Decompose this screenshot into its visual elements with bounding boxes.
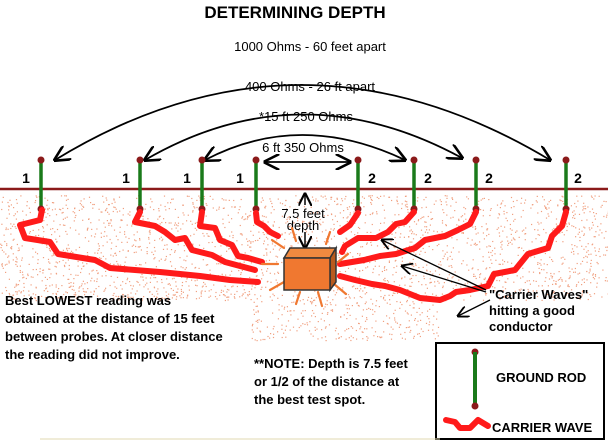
carrier-waves-label-3: conductor xyxy=(489,319,553,334)
ground-rod xyxy=(252,156,260,213)
ground-rod xyxy=(37,156,45,213)
pointer-arrow-1 xyxy=(382,240,487,291)
carrier-wave-2 xyxy=(132,209,258,273)
carrier-waves-label-1: "Carrier Waves" xyxy=(489,287,588,302)
probe-label: 2 xyxy=(368,170,376,186)
carrier-wave-5 xyxy=(337,210,361,235)
carrier-wave-1 xyxy=(17,207,261,285)
diagram-title: DETERMINING DEPTH xyxy=(204,3,385,22)
probe-label: 1 xyxy=(183,170,191,186)
probe-label: 1 xyxy=(122,170,130,186)
ground-rod xyxy=(354,156,362,213)
carrier-wave-7 xyxy=(337,209,479,267)
note-line-3: the best test spot. xyxy=(254,392,365,407)
arc-26ft xyxy=(145,113,462,160)
probe-label: 2 xyxy=(485,170,493,186)
probe-labels: 1 1 1 1 2 2 2 2 xyxy=(22,170,582,186)
legend: GROUND ROD CARRIER WAVE xyxy=(435,342,605,440)
arc-label-6: 6 ft 350 Ohms xyxy=(262,140,344,155)
carrier-waves-label-2: hitting a good xyxy=(489,303,575,318)
carrier-wave-3 xyxy=(197,209,265,265)
arc-60ft xyxy=(55,84,550,160)
ground-rod xyxy=(198,156,206,213)
ground-rod xyxy=(136,156,144,213)
note-line-1: **NOTE: Depth is 7.5 feet xyxy=(254,356,409,371)
arc-label-1000: 1000 Ohms - 60 feet apart xyxy=(234,39,386,54)
best-reading-line-4: the reading did not improve. xyxy=(5,347,180,362)
legend-carrier-wave-icon xyxy=(443,417,491,431)
legend-rod-bottom xyxy=(471,402,479,410)
legend-box xyxy=(435,342,605,440)
arc-15ft xyxy=(205,134,405,160)
arc-label-15: *15 ft 250 Ohms xyxy=(259,109,353,124)
pointer-arrow-3 xyxy=(458,299,491,316)
legend-ground-rod-label: GROUND ROD xyxy=(496,370,586,385)
probe-label: 1 xyxy=(22,170,30,186)
carrier-waves xyxy=(17,207,569,303)
conductor-rays xyxy=(260,226,350,308)
probe-label: 2 xyxy=(424,170,432,186)
probe-label: 2 xyxy=(574,170,582,186)
note-line-2: or 1/2 of the distance at xyxy=(254,374,400,389)
best-reading-line-3: between probes. At closer distance xyxy=(5,329,223,344)
best-reading-line-1: Best LOWEST reading was xyxy=(5,293,171,308)
carrier-wave-8 xyxy=(337,209,569,303)
arc-label-400: 400 Ohms - 26 ft apart xyxy=(245,79,375,94)
conductor-box xyxy=(282,245,338,293)
depth-label-line2: depth xyxy=(287,218,320,233)
carrier-wave-6 xyxy=(339,209,417,255)
best-reading-line-2: obtained at the distance of 15 feet xyxy=(5,311,215,326)
carrier-wave-4 xyxy=(253,210,281,239)
probe-label: 1 xyxy=(236,170,244,186)
legend-carrier-wave-label: CARRIER WAVE xyxy=(492,420,592,435)
depth-label-line1: 7.5 feet xyxy=(281,206,325,221)
pointer-arrow-2 xyxy=(402,266,487,293)
ground-rod xyxy=(410,156,418,213)
